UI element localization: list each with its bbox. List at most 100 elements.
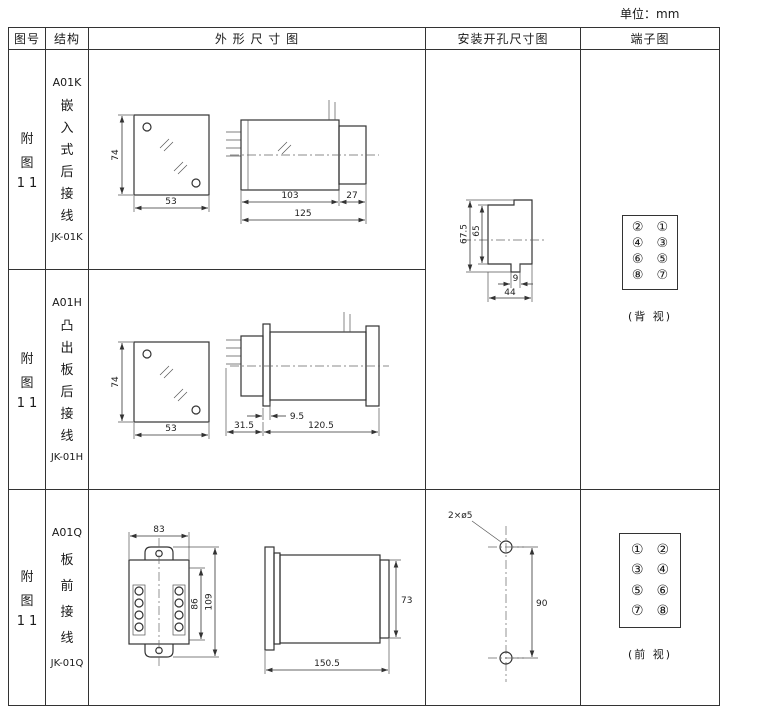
terminal-number: ⑦ [630,602,644,619]
terminal-screw [174,622,184,632]
header-fig-no: 图号 [9,28,46,50]
dim-65: 65 [472,204,488,265]
structure-char: 线 [60,429,74,444]
terminal-number: ⑥ [631,252,644,267]
fig-char: 附 [20,132,34,147]
header-outline-dims: 外 形 尺 寸 图 [89,28,426,50]
fig-char: 附 [20,352,34,367]
terminal-number: ④ [631,236,644,252]
dim-label: 67.5 [460,224,470,244]
terminal-cell-back-view: ② ① ④ ③ ⑥ ⑤ ⑧ ⑦ (背 视) [581,50,719,490]
mounting-drawing-back-wired: 67.5 65 9 44 [426,50,581,490]
dim-width-53: 53 [133,196,210,212]
structure-char: 前 [60,579,74,594]
terminal-number: ⑥ [656,582,670,599]
dim-label: 120.5 [308,421,334,431]
terminal-number: ④ [656,562,670,579]
dim-label: 90 [536,599,548,609]
structure-char: 嵌 [60,99,74,114]
dim-label: 74 [111,149,121,161]
dim-label: 125 [294,209,311,219]
structure-char: 接 [60,187,74,202]
relay-body [279,554,381,644]
dim-label: 53 [165,197,176,207]
fig-no-row3: 附 图 11 [9,490,46,705]
model-label: A01K [52,76,82,89]
structure-char: 线 [60,631,74,646]
screw-hole [191,405,201,415]
dim-width-83: 83 [128,525,190,559]
terminal-number: ⑦ [656,267,669,283]
dim-gap-9-5: 9.5 [247,402,304,422]
terminal-number: ② [656,542,670,559]
header-structure: 结构 [46,28,89,50]
structure-char: 式 [60,143,74,158]
structure-char: 入 [60,121,74,136]
dim-109: 109 [173,546,219,658]
relay-front-face [133,341,210,423]
terminal-number: ② [631,220,644,236]
dim-86: 86 [189,567,205,641]
outline-drawing-a01h: 74 53 9.5 [89,270,426,490]
mounting-drawing-front-wired: 2×ø5 90 [426,490,581,705]
side-view [264,546,390,651]
view-label-back: (背 视) [627,309,673,323]
mounting-plate [262,323,271,407]
structure-row3: A01Q 板 前 接 线 JK-01Q [46,490,89,705]
terminal-screw [134,610,144,620]
terminal-strip [132,584,146,636]
dim-depth-103-27: 103 27 [240,185,367,224]
screw-hole [142,122,152,132]
terminal-diagram-front: ① ② ③ ④ ⑤ ⑥ ⑦ ⑧ [618,533,682,628]
dim-label: 150.5 [314,659,340,669]
hatch-mark [159,365,188,402]
latch-wire [328,100,336,120]
mounting-holes: 2×ø5 [448,511,524,682]
mounting-holes-svg: 2×ø5 90 [448,511,548,682]
mounting-cutout-svg: 67.5 65 9 44 [460,199,544,302]
terminal-pins [226,131,241,157]
terminal-pins [226,339,241,365]
outline-drawing-a01q: 83 86 109 73 [89,490,426,705]
terminal-screw [134,622,144,632]
terminal-number: ⑤ [630,582,644,599]
terminal-number: ⑤ [656,252,669,267]
dim-label: 31.5 [234,421,254,431]
structure-char: 线 [60,209,74,224]
dim-9: 9 [498,264,533,288]
structure-char: 凸 [60,319,74,334]
outline-drawing-a01k: 74 53 103 27 [89,50,426,270]
side-view [226,312,389,407]
dim-label: 65 [472,225,482,236]
dim-label: 86 [191,598,201,610]
outline-svg-a01q: 83 86 109 73 [128,525,412,674]
relay-code: JK-01Q [50,658,84,669]
leader-line [471,520,502,543]
spec-table: 图号 结构 外 形 尺 寸 图 安装开孔尺寸图 端子图 附 图 11 A01K … [8,27,720,706]
dim-label: 74 [111,376,121,388]
dim-label: 44 [504,288,516,298]
dim-depth-125: 125 [242,209,365,223]
hole-callout: 2×ø5 [448,511,473,521]
outline-svg-a01k: 74 53 103 27 [111,100,379,224]
terminal-number: ① [630,542,644,559]
dim-90: 90 [513,546,548,659]
screw-hole [191,178,201,188]
front-view [128,538,190,666]
dim-150-5: 150.5 [264,639,390,674]
terminal-diagram-back: ② ① ④ ③ ⑥ ⑤ ⑧ ⑦ [621,215,679,290]
front-plate [264,546,275,651]
terminal-number: ③ [656,236,669,252]
fig-char: 图 [20,376,34,391]
side-view [226,100,379,191]
structure-char: 接 [60,407,74,422]
front-view [133,114,210,196]
relay-front-face [133,114,210,196]
dim-44: 44 [487,264,533,302]
outline-svg-a01h: 74 53 9.5 [111,312,389,439]
view-label-front: (前 视) [627,647,673,661]
dim-height-74: 74 [111,114,133,196]
terminal-screw [174,610,184,620]
header-terminal-diagram: 端子图 [581,28,719,50]
structure-char: 板 [60,553,74,568]
